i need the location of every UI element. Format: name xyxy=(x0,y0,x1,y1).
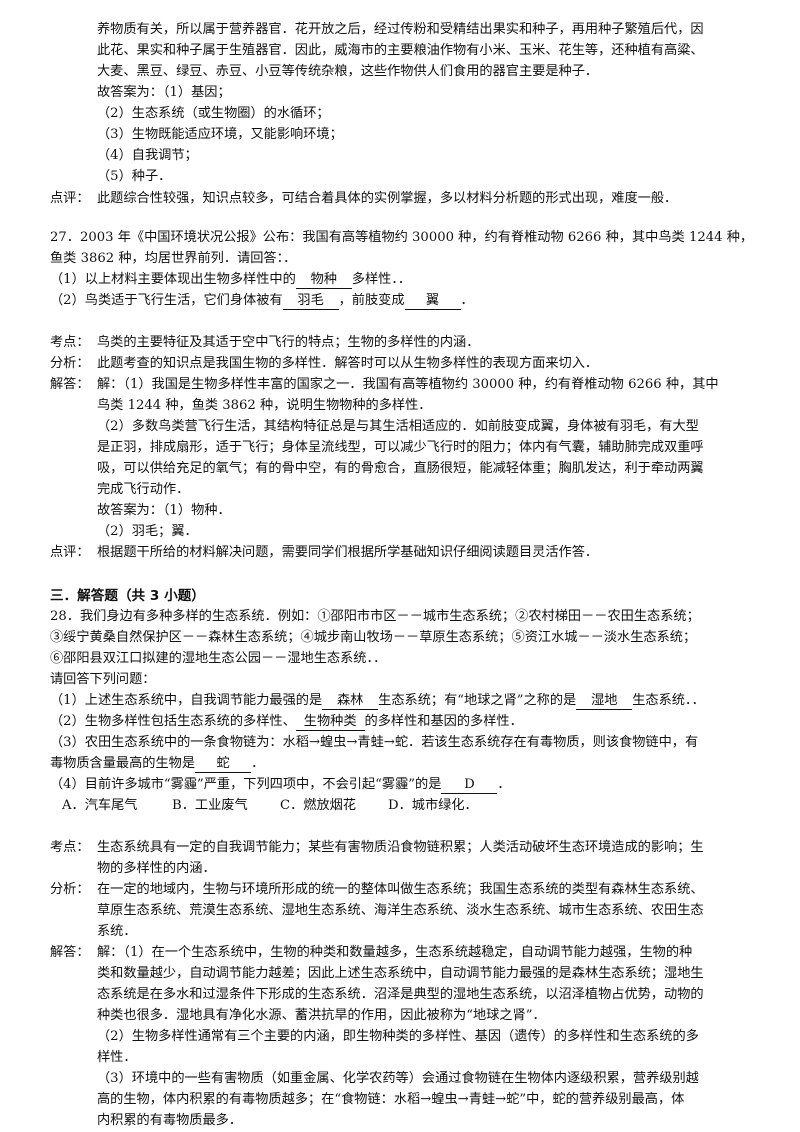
jieda-text: 吸，可以供给充足的氧气；有的骨中空，有的骨愈合，直肠很短，能减轻体重；胸肌发达，… xyxy=(97,461,704,476)
question-28-part-3: （3）农田生态系统中的一条食物链为：水稻→蝗虫→青蛙→蛇．若该生态系统存在有毒物… xyxy=(50,735,699,750)
fenxi-text: 此题考查的知识点是我国生物的多样性．解答时可以从生物多样性的表现方面来切入． xyxy=(97,356,599,371)
answer-blank: 湿地 xyxy=(576,692,633,710)
jieda-text: 解：（1）在一个生态系统中，生物的种类和数量越多，生态系统越稳定，自动调节能力越… xyxy=(97,945,693,960)
text: ，前肢变成 xyxy=(338,293,405,308)
fenxi-text: 草原生态系统、荒漠生态系统、湿地生态系统、海洋生态系统、淡水生态系统、城市生态系… xyxy=(97,903,704,918)
dianping-text: 根据题干所给的材料解决问题，需要同学们根据所学基础知识仔细阅读题目灵活作答． xyxy=(97,545,599,560)
text: （4）目前许多城市“雾霾”严重，下列四项中，不会引起“雾霾”的是 xyxy=(50,777,442,792)
jieda-text: 态系统是在多水和过湿条件下形成的生态系统．沼泽是典型的湿地生态系统，以沼泽植物占… xyxy=(97,987,704,1002)
text: （2）鸟类适于飞行生活，它们身体被有 xyxy=(50,293,283,308)
question-28-stem: ③绥宁黄桑自然保护区－－森林生态系统；④城步南山牧场－－草原生态系统；⑤资江水城… xyxy=(50,630,697,645)
jieda-text: 高的生物，体内积累的有毒物质越多；在“食物链：水稻→蝗虫→青蛙→蛇”中，蛇的营养… xyxy=(97,1092,685,1107)
text-line: （2）生态系统（或生物圈）的水循环； xyxy=(97,106,330,121)
question-28-stem: 请回答下列问题： xyxy=(50,672,156,687)
text-line: （3）生物既能适应环境，又能影响环境； xyxy=(97,127,343,142)
text: 的多样性和基因的多样性． xyxy=(364,714,523,729)
answer-blank: 生物种类 xyxy=(295,713,365,731)
text-line: 此花、果实和种子属于生殖器官．因此，威海市的主要粮油作物有小米、玉米、花生等，还… xyxy=(97,43,704,58)
option-b: B．工业废气 xyxy=(172,798,248,813)
text: 毒物质含量最高的生物是 xyxy=(50,756,196,771)
jieda-text: 鸟类 1244 种，鱼类 3862 种，说明生物物种的多样性． xyxy=(97,398,432,413)
question-27-stem: 27．2003 年《中国环境状况公报》公布：我国有高等植物约 30000 种，约… xyxy=(50,230,754,245)
fenxi-label: 分析： xyxy=(50,356,90,371)
jieda-text: （2）羽毛；翼． xyxy=(97,524,198,539)
answer-blank: 物种 xyxy=(295,271,352,289)
answer-blank: 蛇 xyxy=(195,755,252,773)
text: （1）以上材料主要体现出生物多样性中的 xyxy=(50,272,296,287)
fenxi-text: 在一定的地域内，生物与环境所形成的统一的整体叫做生态系统；我国生态系统的类型有森… xyxy=(97,882,704,897)
text: （2）生物多样性包括生态系统的多样性、 xyxy=(50,714,296,729)
jieda-text: 类和数量越少，自动调节能力越差；因此上述生态系统中，自动调节能力最强的是森林生态… xyxy=(97,966,704,981)
jieda-text: 样性． xyxy=(97,1050,137,1065)
text: ． xyxy=(460,293,474,308)
text-line: 故答案为：（1）基因； xyxy=(97,85,231,100)
text-line: 大麦、黑豆、绿豆、赤豆、小豆等传统杂粮，这些作物供人们食用的器官主要是种子． xyxy=(97,64,599,79)
jieda-text: （2）多数鸟类营飞行生活，其结构特征总是与其生活相适应的．如前肢变成翼，身体被有… xyxy=(97,419,699,434)
jieda-text: （2）生物多样性通常有三个主要的内涵，即生物种类的多样性、基因（遗传）的多样性和… xyxy=(97,1029,699,1044)
kaodian-label: 考点： xyxy=(50,840,90,855)
kaodian-text: 生态系统具有一定的自我调节能力；某些有害物质沿食物链积累；人类活动破坏生态环境造… xyxy=(97,840,704,855)
dianping-label: 点评： xyxy=(50,545,90,560)
question-27-part-2: （2）鸟类适于飞行生活，它们身体被有羽毛，前肢变成翼． xyxy=(50,291,474,311)
jieda-text: 种类也很多．湿地具有净化水源、蓄洪抗旱的作用，因此被称为“地球之肾”． xyxy=(97,1008,546,1023)
option-d: D．城市绿化． xyxy=(388,798,478,813)
jieda-text: 内积累的有毒物质最多． xyxy=(97,1113,243,1128)
text-line: （5）种子． xyxy=(97,169,172,184)
text: ． xyxy=(497,777,511,792)
text: （1）上述生态系统中，自我调节能力最强的是 xyxy=(50,693,323,708)
jieda-text: 是正羽，排成扇形，适于飞行；身体呈流线型，可以减少飞行时的阻力；体内有气囊，辅助… xyxy=(97,440,704,455)
jieda-text: 故答案为：（1）物种． xyxy=(97,503,231,518)
text: 多样性．． xyxy=(351,272,412,287)
comment-text: 此题综合性较强，知识点较多，可结合着具体的实例掌握，多以材料分析题的形式出现，难… xyxy=(97,191,678,206)
comment-label: 点评： xyxy=(50,191,90,206)
text-line: （4）自我调节； xyxy=(97,148,198,163)
section-title: 三．解答题（共 3 小题） xyxy=(50,588,205,604)
text: ． xyxy=(251,756,265,771)
question-28-part-1: （1）上述生态系统中，自我调节能力最强的是森林生态系统；有“地球之肾”之称的是湿… xyxy=(50,691,705,711)
jieda-label: 解答： xyxy=(50,945,90,960)
question-28-stem: ⑥邵阳县双江口拟建的湿地生态公园－－湿地生态系统．． xyxy=(50,651,387,666)
answer-blank: 翼 xyxy=(404,292,461,310)
answer-blank: 羽毛 xyxy=(282,292,339,310)
answer-blank: 森林 xyxy=(322,692,379,710)
jieda-text: 完成飞行动作． xyxy=(97,482,190,497)
fenxi-label: 分析： xyxy=(50,882,90,897)
question-28-stem: 28．我们身边有多种多样的生态系统．例如：①邵阳市市区－－城市生态系统；②农村梯… xyxy=(50,609,700,624)
option-c: C．燃放烟花 xyxy=(280,798,357,813)
jieda-label: 解答： xyxy=(50,377,90,392)
text: 生态系统．． xyxy=(632,693,705,708)
jieda-text: 解：（1）我国是生物多样性丰富的国家之一．我国有高等植物约 30000 种，约有… xyxy=(97,377,719,392)
question-28-part-2: （2）生物多样性包括生态系统的多样性、生物种类的多样性和基因的多样性． xyxy=(50,712,523,732)
option-a: A．汽车尾气 xyxy=(62,798,138,813)
fenxi-text: 系统． xyxy=(97,924,137,939)
text: 生态系统；有“地球之肾”之称的是 xyxy=(378,693,577,708)
kaodian-text: 物的多样性的内涵． xyxy=(97,861,216,876)
text-line: 养物质有关，所以属于营养器官．花开放之后，经过传粉和受精结出果实和种子，再用种子… xyxy=(97,22,704,37)
question-27-part-1: （1）以上材料主要体现出生物多样性中的物种多样性．． xyxy=(50,270,411,290)
answer-blank: D xyxy=(441,776,498,794)
kaodian-label: 考点： xyxy=(50,335,90,350)
jieda-text: （3）环境中的一些有害物质（如重金属、化学农药等）会通过食物链在生物体内逐级积累… xyxy=(97,1071,699,1086)
question-27-stem: 鱼类 3862 种，均居世界前列．请回答：． xyxy=(50,251,297,266)
question-28-part-3: 毒物质含量最高的生物是蛇． xyxy=(50,754,264,774)
kaodian-text: 鸟类的主要特征及其适于空中飞行的特点；生物的多样性的内涵． xyxy=(97,335,480,350)
